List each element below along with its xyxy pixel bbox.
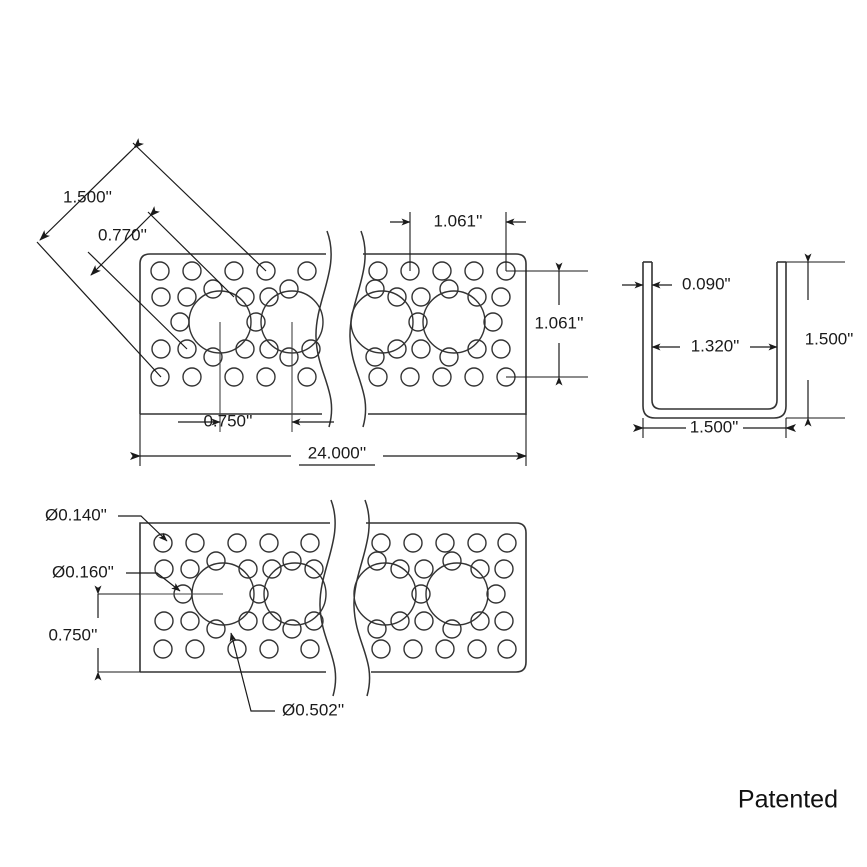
- dim-label-1500-vertical: 1.500": [805, 329, 854, 348]
- channel-inner-profile: [651, 262, 778, 410]
- top-view-hole-pattern-right: [350, 261, 516, 387]
- top-view-hole-pattern-left: [150, 261, 324, 387]
- dim-label-dia-0502: Ø0.502'': [282, 700, 344, 719]
- leader-0770-lower: [87, 251, 188, 350]
- top-view-break-line-left: [315, 230, 333, 428]
- channel-section-view: 0.090" 1.320" 1.500": [622, 253, 854, 438]
- bottom-view-dim-dia-0140: Ø0.140": [45, 505, 168, 542]
- dim-label-1500-angled: 1.500'': [63, 187, 112, 206]
- bottom-view-dim-dia-0160: Ø0.160": [52, 562, 181, 592]
- section-dim-1320: 1.320": [651, 336, 778, 355]
- top-view-dim-1061-vertical: 1.061'': [506, 262, 588, 386]
- bottom-view-break-line-left: [319, 499, 337, 697]
- bottom-view-hole-pattern-right: [353, 533, 517, 659]
- large-hole: [350, 290, 414, 354]
- bottom-view-dim-0750: 0.750'': [48, 585, 140, 681]
- top-view-dim-0750: 0.750'': [178, 411, 334, 430]
- bottom-view-dim-dia-0502: Ø0.502'': [229, 632, 344, 719]
- top-view-left-body-outline: [139, 253, 326, 415]
- top-view-dim-1061-horizontal: 1.061'': [390, 211, 526, 271]
- leader-1500-to-hole: [132, 142, 267, 272]
- dim-label-0750-bottom: 0.750'': [48, 625, 97, 644]
- bottom-view-part: [98, 499, 527, 697]
- top-view-dim-24000: 24.000'': [130, 414, 527, 467]
- top-view-right-body-outline: [363, 253, 527, 415]
- top-view-angled-dimensions: 1.500'' 0.770'': [36, 138, 267, 378]
- dim-label-24000: 24.000'': [308, 443, 367, 462]
- dim-label-1061-horizontal: 1.061'': [433, 211, 482, 230]
- dim-label-1320: 1.320": [691, 336, 740, 355]
- dim-label-dia-0160: Ø0.160": [52, 562, 114, 581]
- leader-1500-lower: [36, 241, 162, 378]
- bottom-view-left-body-outline: [139, 522, 330, 673]
- dim-label-0750-top: 0.750'': [203, 411, 252, 430]
- bottom-view-right-body-outline: [366, 522, 527, 673]
- dim-label-0090: 0.090": [682, 274, 731, 293]
- leader-0770-to-hole: [147, 211, 235, 298]
- large-hole: [425, 562, 489, 626]
- large-hole: [263, 562, 327, 626]
- top-view-break-line-right: [349, 230, 367, 428]
- large-hole: [422, 290, 486, 354]
- section-dim-1500-horizontal: 1.500": [633, 417, 796, 438]
- dim-label-1061-vertical: 1.061'': [534, 313, 583, 332]
- channel-outer-profile: [642, 262, 787, 419]
- bottom-view-hole-pattern-left: [153, 533, 327, 659]
- section-dim-1500-vertical: 1.500": [786, 253, 854, 427]
- patented-note: Patented: [738, 786, 838, 814]
- dim-label-1500-horizontal: 1.500": [690, 417, 739, 436]
- bottom-view-break-line-right: [353, 499, 371, 697]
- dimline-1500-angled: [39, 138, 144, 241]
- dimline-0770-angled: [90, 206, 160, 276]
- section-dim-0090: 0.090": [622, 274, 731, 293]
- dim-label-dia-0140: Ø0.140": [45, 505, 107, 524]
- dim-label-0770-angled: 0.770'': [98, 225, 147, 244]
